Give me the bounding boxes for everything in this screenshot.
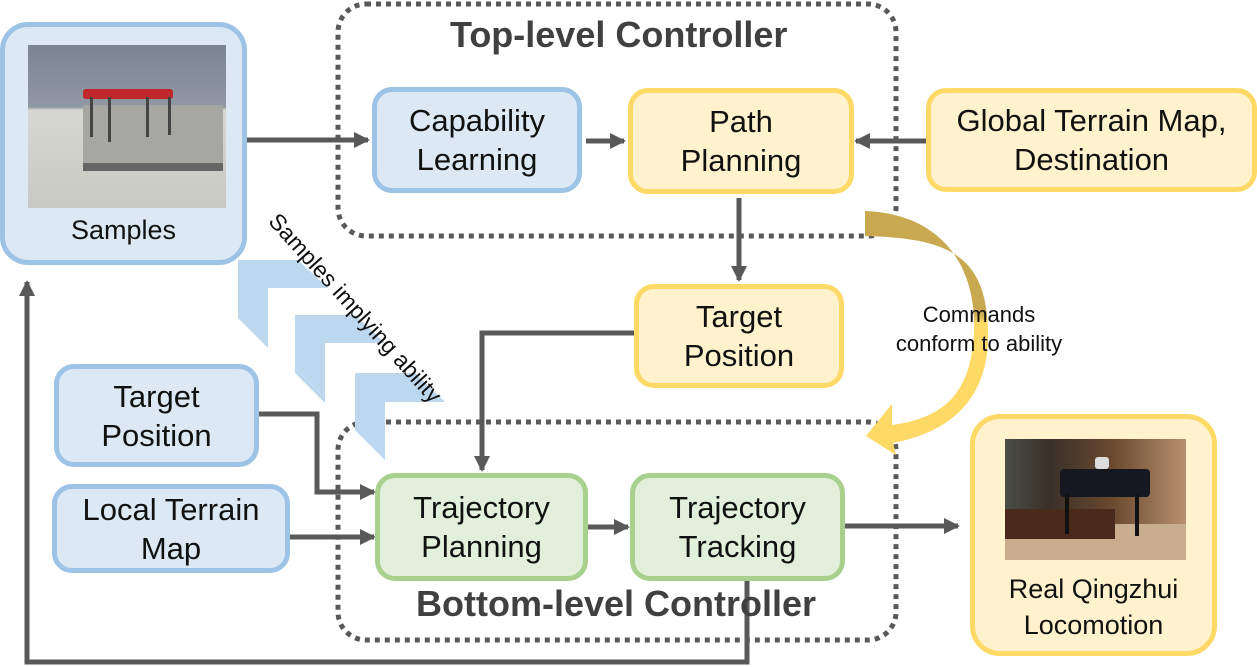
target-position-left-line1: Target <box>113 378 200 414</box>
target-position-left-line2: Position <box>101 417 212 453</box>
trajectory-tracking-line1: Trajectory <box>669 490 806 525</box>
local-terrain-map-node: Local Terrain Map <box>52 484 290 573</box>
global-terrain-map-node: Global Terrain Map, Destination <box>926 88 1257 192</box>
chevron-3 <box>355 373 445 460</box>
trajectory-planning-line1: Trajectory <box>413 490 550 525</box>
target-position-node-top: Target Position <box>634 284 844 388</box>
samples-node: Samples <box>0 22 247 265</box>
trajectory-tracking-node: Trajectory Tracking <box>630 473 845 581</box>
real-locomotion-line2: Locomotion <box>1023 610 1164 640</box>
real-locomotion-line1: Real Qingzhui <box>1008 574 1179 604</box>
commands-line2: conform to ability <box>895 331 1063 356</box>
capability-learning-node: Capability Learning <box>372 87 582 193</box>
bottom-level-controller-group <box>335 419 899 643</box>
feedback-arrow-to-samples <box>19 280 750 665</box>
real-locomotion-label: Real Qingzhui Locomotion <box>975 571 1212 643</box>
local-terrain-line2: Map <box>140 530 202 566</box>
commands-line1: Commands <box>922 302 1036 327</box>
capability-learning-line2: Learning <box>416 142 538 177</box>
commands-conform-label: Commands conform to ability <box>884 300 1074 358</box>
real-locomotion-node: Real Qingzhui Locomotion <box>970 414 1217 656</box>
real-robot-image <box>1005 439 1186 560</box>
top-level-controller-title: Top-level Controller <box>450 14 788 55</box>
path-planning-node: Path Planning <box>628 88 854 194</box>
samples-label: Samples <box>70 215 177 245</box>
chevron-2 <box>295 315 385 403</box>
samples-implying-ability-chevrons <box>238 260 445 460</box>
trajectory-planning-line2: Planning <box>421 529 542 564</box>
chevron-1 <box>238 260 328 348</box>
global-terrain-line1: Global Terrain Map, <box>956 103 1227 138</box>
path-planning-line1: Path <box>709 104 773 139</box>
arrow-left-target-to-trajplanning <box>259 411 376 500</box>
simulated-robot-image <box>28 45 226 208</box>
bottom-level-controller-title: Bottom-level Controller <box>416 583 817 624</box>
target-position-top-line2: Position <box>683 338 795 373</box>
trajectory-tracking-line2: Tracking <box>678 529 797 564</box>
trajectory-planning-node: Trajectory Planning <box>375 473 588 581</box>
global-terrain-line2: Destination <box>1013 142 1170 177</box>
capability-learning-line1: Capability <box>408 103 546 138</box>
path-planning-line2: Planning <box>680 143 802 178</box>
target-position-node-left: Target Position <box>54 364 259 467</box>
target-position-top-line1: Target <box>695 299 783 334</box>
local-terrain-line1: Local Terrain <box>82 491 260 527</box>
commands-curved-arrow <box>865 211 989 455</box>
arrow-target-to-trajplanning <box>474 330 634 472</box>
top-level-controller-group <box>335 1 899 239</box>
